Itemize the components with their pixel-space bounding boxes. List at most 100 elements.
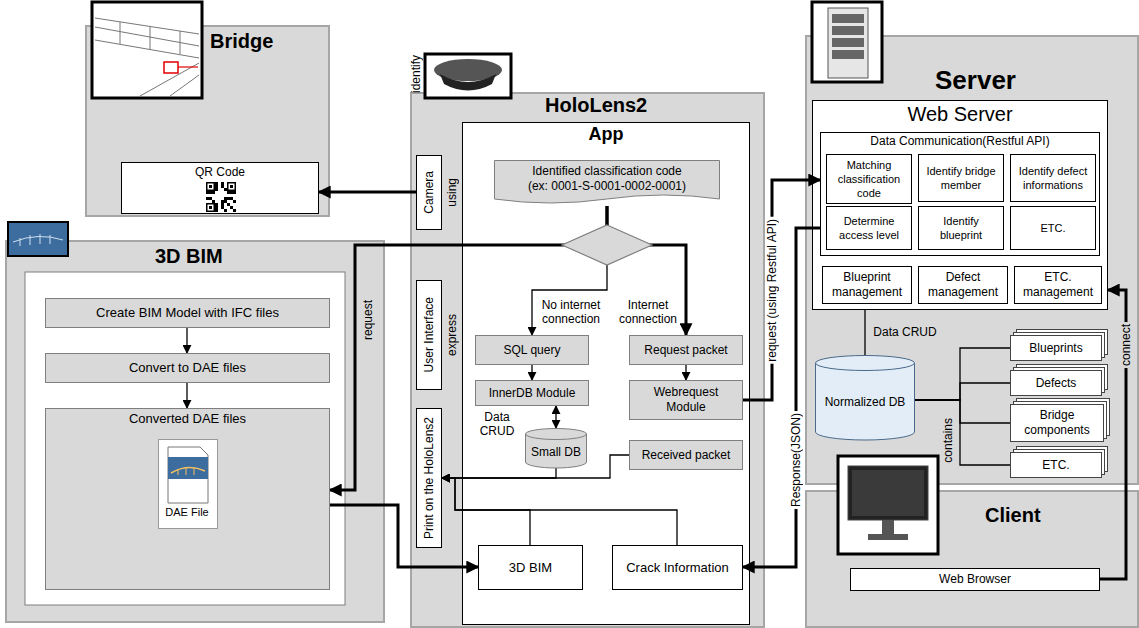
- output-box: 3D BIM: [478, 545, 583, 590]
- node-label: SQL query: [504, 343, 561, 358]
- process-box: Convert to DAE files: [45, 353, 330, 383]
- document-stack: Defects: [1010, 370, 1102, 396]
- node-label: Identified classification code (ex: 0001…: [521, 164, 693, 194]
- qr-module: [206, 191, 209, 194]
- node-label: Converted DAE files: [129, 411, 246, 427]
- qr-module: [215, 188, 218, 191]
- qr-finder: [227, 182, 236, 191]
- api-box: Data Communication(Restful API)Matching …: [820, 132, 1100, 256]
- node-label: Create BIM Model with IFC files: [96, 305, 279, 321]
- qr-module: [215, 203, 218, 206]
- database-cylinder: Small DB: [525, 428, 587, 468]
- connector: [532, 206, 607, 335]
- server-tower: [828, 8, 868, 78]
- qr-finder: [208, 205, 214, 211]
- qr-finder: [209, 206, 212, 209]
- panel-title: Web Server: [812, 103, 1108, 126]
- qr-module: [230, 206, 233, 209]
- document-stack: Blueprints: [1010, 335, 1102, 361]
- document-stack: Bridge components: [1010, 404, 1104, 442]
- bim-icon-bridge: [13, 234, 63, 246]
- management-box: Defect management: [918, 266, 1008, 304]
- server-panel: ServerWeb ServerData Communication(Restf…: [805, 35, 1139, 485]
- node-label: 3D BIM: [509, 560, 552, 576]
- node-label: Camera: [422, 171, 437, 214]
- page-sheet: [1011, 336, 1102, 361]
- monitor-frame: [838, 456, 938, 554]
- note-label: DAE File: [165, 505, 208, 519]
- drive-bay: [832, 26, 864, 35]
- panel-title: 3D BIM: [155, 245, 223, 268]
- function-box: Identify defect informations: [1010, 154, 1096, 202]
- process-box: Received packet: [629, 440, 743, 470]
- function-box: Identify blueprint: [918, 206, 1004, 250]
- headset-frame: [425, 54, 511, 98]
- node-label: Bridge components: [1014, 408, 1100, 438]
- node-label: Identify blueprint: [923, 214, 999, 242]
- qr-finder: [229, 184, 235, 190]
- server-frame: [812, 2, 882, 82]
- node-label: Defects: [1036, 376, 1077, 391]
- node-label: ETC.: [1042, 458, 1069, 473]
- qr-module: [221, 182, 224, 185]
- qr-finder: [206, 182, 215, 191]
- monitor-display: [852, 470, 924, 516]
- qr-module: [221, 203, 224, 206]
- drive-bay: [832, 38, 864, 47]
- connector: [864, 310, 865, 355]
- app-container: AppIdentified classification code (ex: 0…: [462, 122, 750, 625]
- qr-module: [221, 206, 224, 209]
- edge-label: Data CRUD: [475, 410, 519, 438]
- page-sheet: [1011, 453, 1102, 478]
- edge-label: Response(JSON): [789, 411, 803, 509]
- document-shape: Identified classification code (ex: 0001…: [494, 160, 720, 206]
- node-label: Webrequest Module: [634, 385, 738, 415]
- qr-module: [233, 209, 236, 212]
- cylinder-top: [816, 356, 915, 371]
- document-outline: [495, 161, 720, 204]
- connector: [531, 365, 532, 380]
- monitor-stand: [882, 520, 894, 534]
- inspection-marker: [164, 62, 178, 73]
- qr-finder: [206, 203, 215, 212]
- panel-title: Bridge: [210, 30, 273, 53]
- bridge-picture-frame: [92, 2, 202, 98]
- qr-module: [224, 197, 227, 200]
- inner-panel: [25, 272, 345, 605]
- node-label: Convert to DAE files: [129, 360, 246, 376]
- connector: [743, 180, 820, 400]
- edge-label: request: [361, 300, 375, 340]
- note-label: express: [445, 314, 459, 356]
- qr-code-box: QR Code: [121, 162, 319, 214]
- headset-visor: [440, 74, 496, 91]
- management-box: Blueprint management: [822, 266, 912, 304]
- drive-bay: [832, 14, 864, 23]
- qr-code-image: [206, 182, 236, 212]
- connector: [330, 206, 607, 490]
- connector: [330, 505, 478, 567]
- node-label: Determine access level: [831, 214, 907, 242]
- side-box: Print on the HoloLens2: [416, 408, 442, 548]
- function-box: Matching classification code: [826, 154, 912, 204]
- function-box: Identify bridge member: [918, 154, 1004, 202]
- decision-diamond: [562, 225, 652, 265]
- process-box: SQL query: [475, 335, 589, 365]
- connector: [186, 383, 187, 408]
- connector: [555, 406, 556, 428]
- note-label: identify: [409, 55, 423, 93]
- function-box: ETC.: [1010, 206, 1096, 250]
- file-band: [168, 457, 208, 479]
- node-label: Defect management: [923, 270, 1003, 300]
- qr-module: [209, 197, 212, 200]
- web-server-box: Web ServerData Communication(Restful API…: [812, 100, 1108, 310]
- cylinder-top: [526, 429, 587, 440]
- qr-finder: [209, 185, 212, 188]
- file-page: [168, 447, 208, 503]
- qr-finder: [230, 185, 233, 188]
- note-label: contains: [941, 418, 955, 463]
- qr-module: [224, 209, 227, 212]
- panel-ground: [411, 93, 764, 627]
- connector: [442, 468, 556, 478]
- node-label: Request packet: [644, 343, 727, 358]
- qr-module: [224, 188, 227, 191]
